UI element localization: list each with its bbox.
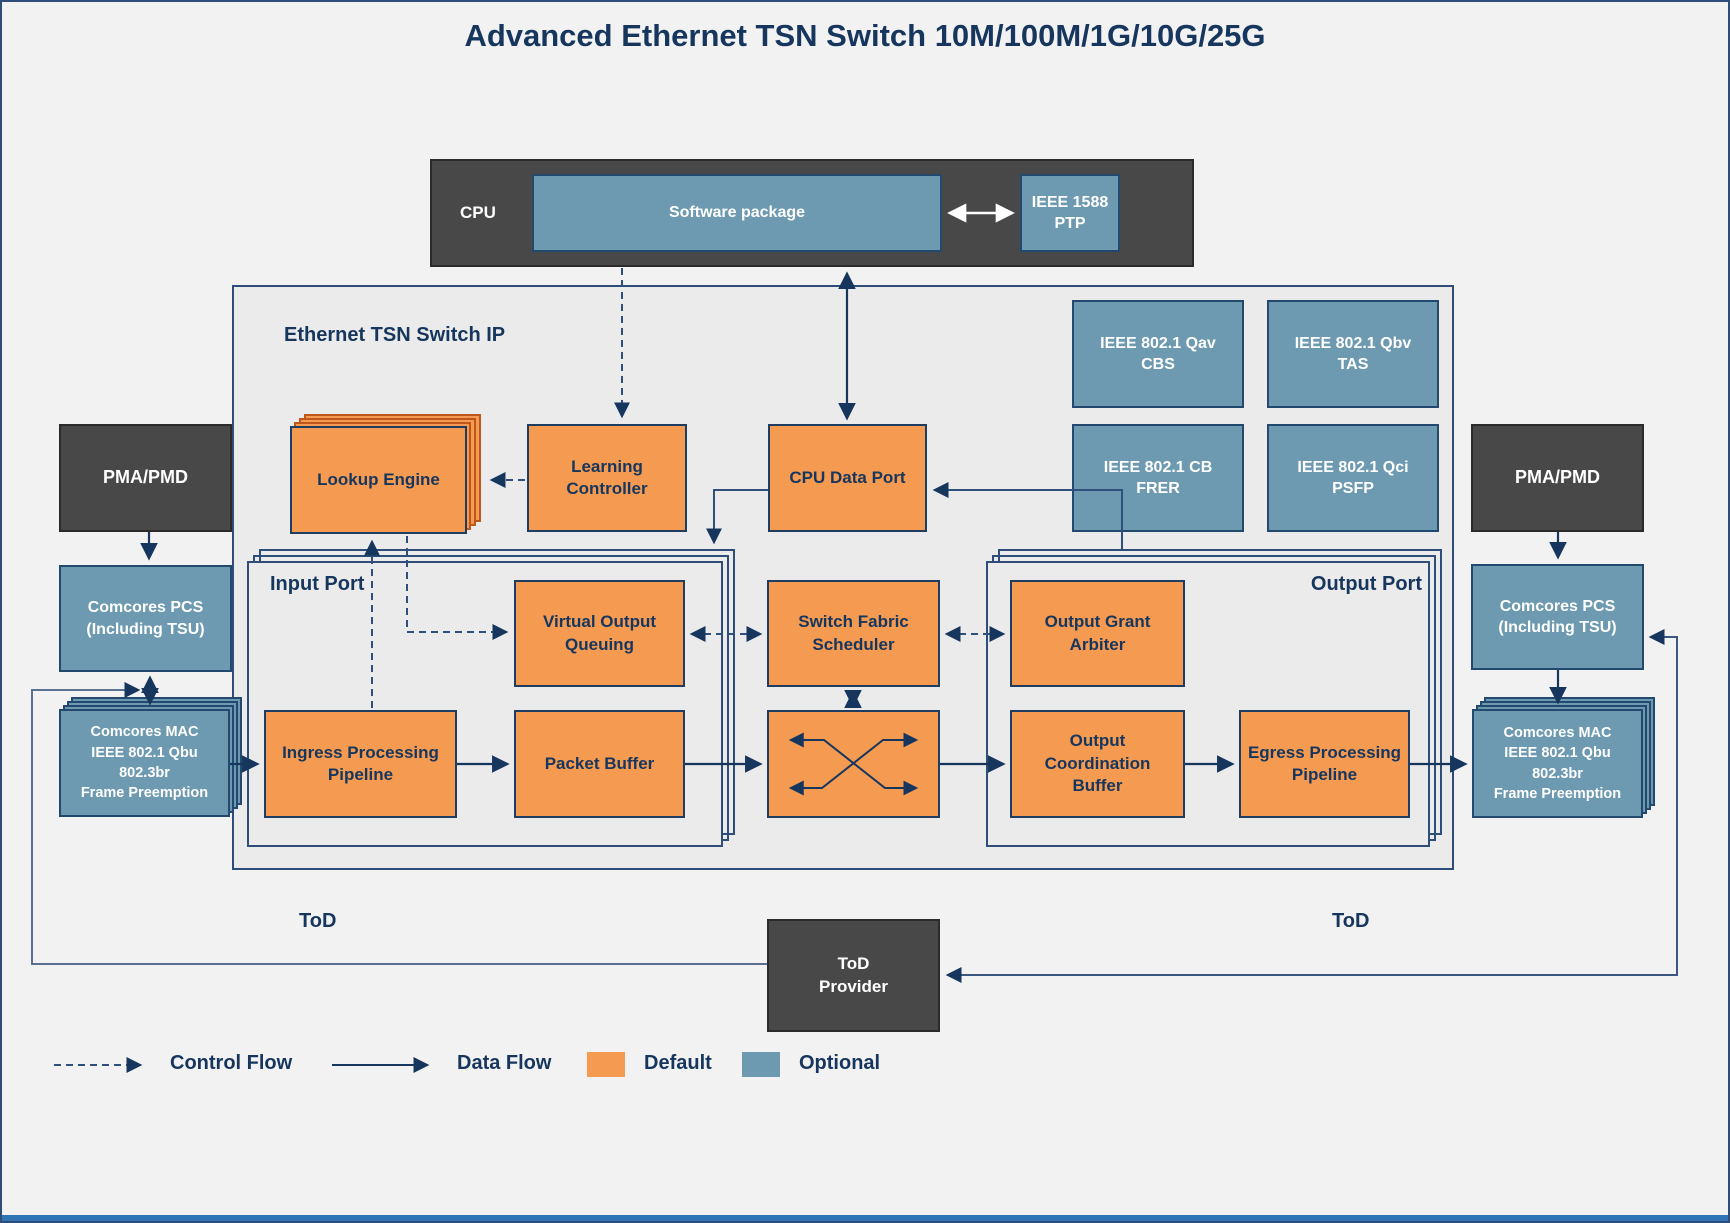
page-title: Advanced Ethernet TSN Switch 10M/100M/1G… xyxy=(464,18,1266,53)
cpu-data-port-block: CPU Data Port xyxy=(768,424,927,532)
right-pma-pmd-block: PMA/PMD xyxy=(1471,424,1644,532)
learning-controller-block: Learning Controller xyxy=(527,424,687,532)
left-comcores-pcs-block: Comcores PCS (Including TSU) xyxy=(59,565,232,672)
ieee-802-1-qav-cbs-block: IEEE 802.1 Qav CBS xyxy=(1072,300,1244,408)
switch-ip-label: Ethernet TSN Switch IP xyxy=(284,324,506,346)
egress-processing-pipeline-block: Egress Processing Pipeline xyxy=(1239,710,1410,818)
legend-data-flow-label: Data Flow xyxy=(457,1052,552,1074)
left-pma-pmd-block: PMA/PMD xyxy=(59,424,232,532)
right-comcores-mac-block: Comcores MAC IEEE 802.1 Qbu 802.3br Fram… xyxy=(1472,709,1643,818)
crossbar-block xyxy=(767,710,940,818)
cpu-label: CPU xyxy=(460,202,496,222)
tod-provider-block: ToD Provider xyxy=(767,919,940,1032)
ieee-1588-ptp-block: IEEE 1588 PTP xyxy=(1020,174,1120,252)
bottom-accent-strip xyxy=(2,1215,1728,1221)
legend-default-label: Default xyxy=(644,1052,712,1074)
left-comcores-mac-block: Comcores MAC IEEE 802.1 Qbu 802.3br Fram… xyxy=(59,709,230,817)
crossbar-icon xyxy=(788,732,919,796)
virtual-output-queuing-block: Virtual Output Queuing xyxy=(514,580,685,687)
legend-optional-swatch xyxy=(742,1052,780,1077)
switch-fabric-scheduler-block: Switch Fabric Scheduler xyxy=(767,580,940,687)
lookup-engine-block: Lookup Engine xyxy=(290,426,467,534)
legend-optional-label: Optional xyxy=(799,1052,881,1074)
right-comcores-pcs-block: Comcores PCS (Including TSU) xyxy=(1471,564,1644,670)
packet-buffer-block: Packet Buffer xyxy=(514,710,685,818)
ingress-processing-pipeline-block: Ingress Processing Pipeline xyxy=(264,710,457,818)
output-coordination-buffer-block: Output Coordination Buffer xyxy=(1010,710,1185,818)
legend-default-swatch xyxy=(587,1052,625,1077)
legend-control-flow-label: Control Flow xyxy=(170,1052,293,1074)
ieee-802-1-qbv-tas-block: IEEE 802.1 Qbv TAS xyxy=(1267,300,1439,408)
software-package-block: Software package xyxy=(532,174,942,252)
tod-left-label: ToD xyxy=(299,910,337,932)
output-port-label: Output Port xyxy=(1310,573,1422,595)
ieee-802-1-qci-psfp-block: IEEE 802.1 Qci PSFP xyxy=(1267,424,1439,532)
output-grant-arbiter-block: Output Grant Arbiter xyxy=(1010,580,1185,687)
ieee-802-1-cb-frer-block: IEEE 802.1 CB FRER xyxy=(1072,424,1244,532)
input-port-label: Input Port xyxy=(270,573,365,595)
tod-right-label: ToD xyxy=(1332,910,1370,932)
